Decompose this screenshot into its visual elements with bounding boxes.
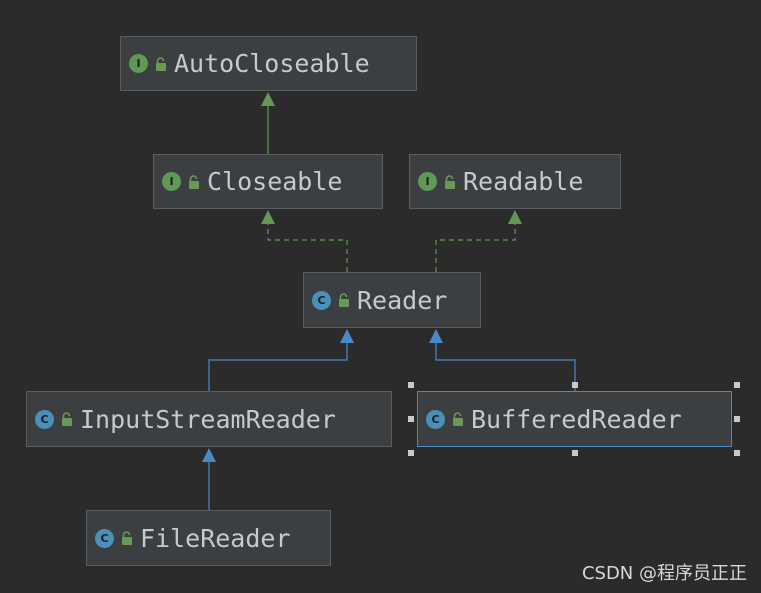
selection-handle-top-right[interactable]: [734, 382, 740, 388]
edge-reader-to-closeable: [267, 224, 348, 272]
watermark: CSDN @程序员正正: [581, 563, 747, 584]
class-icon: C: [426, 409, 445, 429]
arrowhead-bufferedreader-to-reader: [429, 329, 443, 343]
arrowhead-closeable-to-autocloseable: [261, 92, 275, 106]
interface-icon: I: [162, 172, 181, 191]
node-label: Closeable: [207, 167, 343, 196]
class-icon: C: [35, 409, 54, 429]
selection-handle-bottom-mid[interactable]: [572, 450, 578, 456]
arrowhead-filereader-to-inputstreamreader: [202, 448, 216, 462]
unlocked-icon: [445, 174, 455, 189]
node-label: BufferedReader: [471, 404, 682, 434]
node-filereader[interactable]: C FileReader: [86, 510, 331, 566]
selection-handle-mid-left[interactable]: [408, 416, 414, 422]
interface-icon: I: [418, 172, 437, 191]
selection-handle-mid-right[interactable]: [734, 416, 740, 422]
selection-handle-bottom-left[interactable]: [408, 450, 414, 456]
interface-icon: I: [129, 54, 148, 73]
edge-inputstreamreader-to-reader: [208, 343, 348, 391]
edge-bufferedreader-to-reader: [435, 343, 576, 391]
selection-handle-top-left[interactable]: [408, 382, 414, 388]
node-closeable[interactable]: I Closeable: [153, 154, 383, 209]
arrowhead-inputstreamreader-to-reader: [340, 329, 354, 343]
arrowhead-reader-to-readable: [508, 210, 522, 224]
node-label: FileReader: [140, 523, 291, 553]
selection-handle-bottom-right[interactable]: [734, 450, 740, 456]
selection-handle-top-mid[interactable]: [572, 382, 578, 388]
node-label: Reader: [357, 285, 448, 315]
node-label: InputStreamReader: [80, 404, 336, 434]
unlocked-icon: [189, 174, 199, 189]
node-label: Readable: [463, 167, 584, 196]
node-label: AutoCloseable: [174, 49, 370, 78]
node-bufferedreader[interactable]: C BufferedReader: [417, 391, 732, 447]
arrowhead-reader-to-closeable: [261, 210, 275, 224]
edge-reader-to-readable: [435, 224, 516, 272]
node-autocloseable[interactable]: I AutoCloseable: [120, 36, 417, 91]
class-icon: C: [95, 528, 114, 548]
unlocked-icon: [339, 293, 349, 307]
unlocked-icon: [156, 56, 166, 71]
node-reader[interactable]: C Reader: [303, 272, 481, 328]
class-icon: C: [312, 290, 331, 310]
node-readable[interactable]: I Readable: [409, 154, 621, 209]
unlocked-icon: [453, 412, 463, 426]
unlocked-icon: [122, 531, 132, 545]
unlocked-icon: [62, 412, 72, 426]
node-inputstreamreader[interactable]: C InputStreamReader: [26, 391, 392, 447]
